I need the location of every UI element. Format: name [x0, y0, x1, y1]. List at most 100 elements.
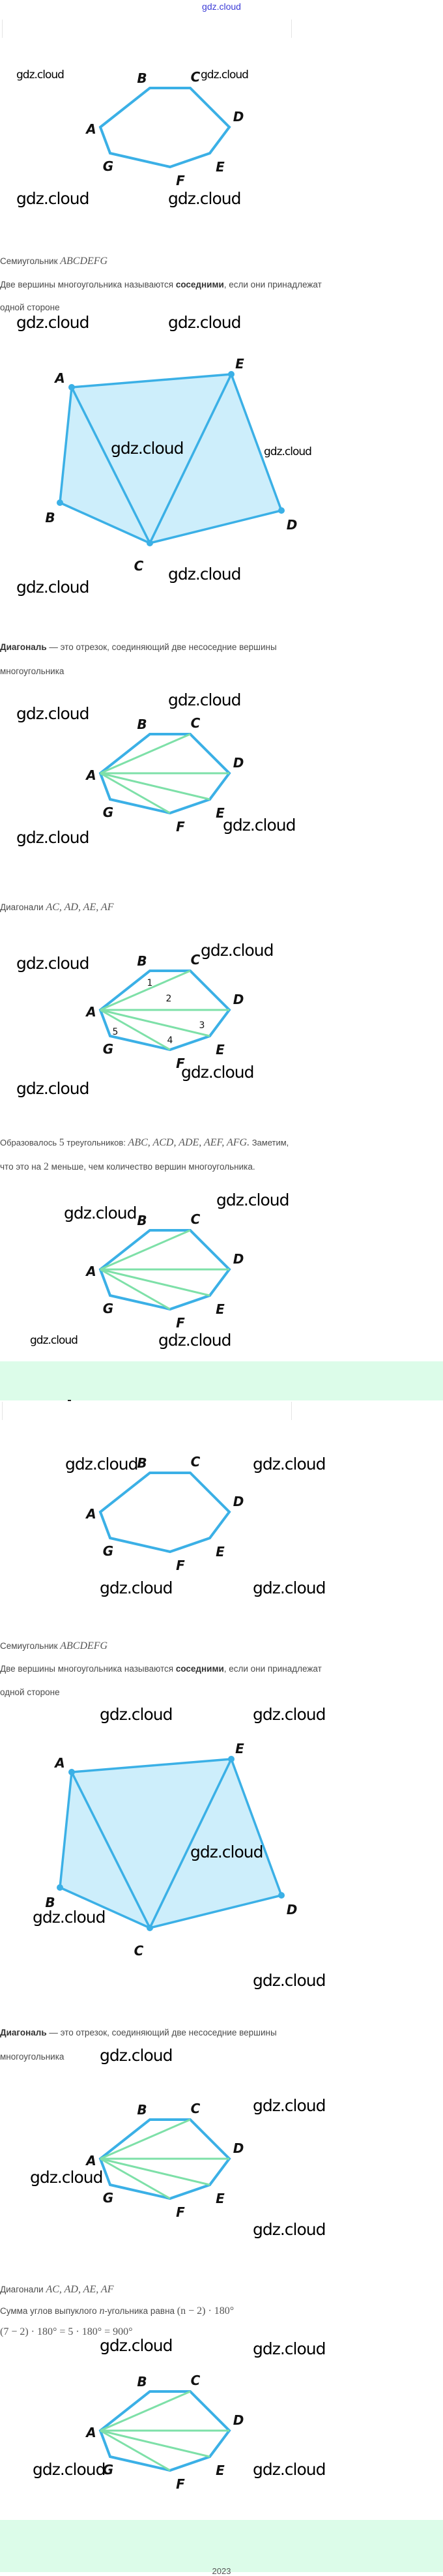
text: Заметим, — [250, 1138, 289, 1147]
site-link[interactable]: gdz.cloud — [202, 1, 241, 12]
heptagon-caption: Семиугольник ABCDEFG — [0, 256, 107, 267]
vertex-label: G — [103, 1041, 113, 1057]
watermark: gdz.cloud — [201, 941, 274, 960]
text: что это на — [0, 1162, 44, 1172]
text: , если они принадлежат — [223, 1664, 322, 1674]
diagonal-line — [100, 2390, 191, 2432]
vertex-label: G — [103, 805, 113, 820]
diagonal-line — [100, 970, 191, 1011]
triangles-text: Образовалось 5 треугольников: ABC, ACD, … — [0, 1137, 289, 1149]
watermark: gdz.cloud — [16, 189, 90, 208]
triangle-number: 5 — [113, 1027, 119, 1037]
diagonal-line — [149, 1758, 233, 1929]
vertex-label: G — [103, 2190, 113, 2206]
watermark: gdz.cloud — [16, 954, 90, 973]
vertex-dot — [147, 1925, 153, 1931]
watermark: gdz.cloud — [168, 189, 242, 208]
text: Две вершины многоугольника называются — [0, 1664, 176, 1674]
vertex-label: B — [137, 1455, 147, 1471]
diagonal-line — [100, 2157, 210, 2186]
separator-band — [0, 1361, 443, 1400]
vertex-label: E — [216, 2191, 225, 2206]
watermark: gdz.cloud — [16, 828, 90, 847]
vertex-dot — [278, 1892, 285, 1899]
vertex-label: F — [176, 173, 185, 188]
vertex-label: A — [85, 121, 96, 137]
vertex-label: A — [85, 1506, 96, 1522]
vertex-label: C — [191, 1211, 201, 1227]
vertex-label: C — [134, 558, 144, 574]
adjacent-definition-line2: одной стороне — [0, 303, 60, 312]
watermark: gdz.cloud — [264, 445, 312, 458]
vertex-label: D — [287, 1902, 298, 1917]
text: Сумма углов выпуклого — [0, 2306, 100, 2316]
text: Диагонали — [0, 902, 46, 912]
heptagon-outline — [98, 970, 231, 1052]
text: Образовалось — [0, 1138, 59, 1147]
watermark: gdz.cloud — [201, 68, 249, 81]
dash-mark — [68, 1400, 71, 1401]
vertex-label: B — [137, 2102, 147, 2118]
math: 2 — [43, 1161, 49, 1172]
vertex-label: F — [176, 1056, 185, 1071]
footer-year: 2023 — [212, 2566, 231, 2576]
formula: (n − 2) · 180° — [177, 2305, 235, 2317]
diagonal-definition: Диагональ — это отрезок, соединяющий две… — [0, 2027, 277, 2039]
term: Диагональ — [0, 2028, 47, 2037]
diagonal-definition-line2: многоугольника — [0, 666, 64, 676]
text: -угольника равна — [104, 2306, 177, 2316]
vertex-label: C — [191, 715, 201, 731]
math: AC, AD, AE, AF — [46, 902, 114, 913]
heptagon-caption: Семиугольник ABCDEFG — [0, 1640, 107, 1652]
diagonals-list: Диагонали AC, AD, AE, AF — [0, 2284, 113, 2296]
adjacent-definition: Две вершины многоугольника называются со… — [0, 1663, 322, 1675]
adjacent-definition: Две вершины многоугольника называются со… — [0, 279, 322, 291]
divider — [2, 20, 3, 38]
diagonal-line — [70, 1771, 151, 1929]
watermark: gdz.cloud — [16, 578, 90, 597]
watermark: gdz.cloud — [64, 1204, 137, 1222]
vertex-label: E — [216, 1042, 225, 1058]
diagonal-line — [100, 2429, 210, 2458]
vertex-label: G — [103, 1543, 113, 1559]
vertex-label: F — [176, 819, 185, 835]
term: соседними — [175, 1664, 224, 1674]
vertex-label: A — [85, 767, 96, 783]
diagonal-line — [100, 2429, 171, 2472]
diagonal-line — [100, 772, 171, 814]
triangle-number: 4 — [167, 1035, 173, 1046]
vertex-label: E — [216, 159, 225, 175]
watermark: gdz.cloud — [253, 1455, 326, 1473]
divider — [291, 20, 292, 38]
watermark: gdz.cloud — [30, 2168, 104, 2187]
formula: (7 − 2) · 180° = 5 · 180° = 900° — [0, 2326, 133, 2337]
text: меньше, чем количество вершин многоуголь… — [48, 1162, 255, 1172]
vertex-label: B — [137, 70, 147, 86]
watermark: gdz.cloud — [16, 704, 90, 723]
watermark: gdz.cloud — [65, 1455, 139, 1473]
vertex-label: F — [176, 2204, 185, 2220]
vertex-label: D — [233, 755, 244, 771]
vertex-label: B — [45, 510, 55, 526]
text: Диагонали — [0, 2285, 46, 2294]
watermark: gdz.cloud — [253, 2096, 326, 2115]
vertex-label: D — [287, 517, 298, 533]
vertex-label: C — [134, 1943, 144, 1959]
term: соседними — [175, 280, 224, 289]
watermark: gdz.cloud — [216, 1191, 290, 1209]
watermark: gdz.cloud — [253, 2460, 326, 2479]
heptagon-outline — [98, 87, 231, 169]
divider — [2, 1402, 3, 1420]
vertex-label: G — [103, 158, 113, 174]
vertex-label: A — [53, 370, 64, 386]
diagonal-line — [100, 733, 191, 775]
diagonal-line — [100, 772, 210, 801]
vertex-label: A — [53, 1755, 64, 1771]
vertex-label: D — [233, 109, 244, 125]
